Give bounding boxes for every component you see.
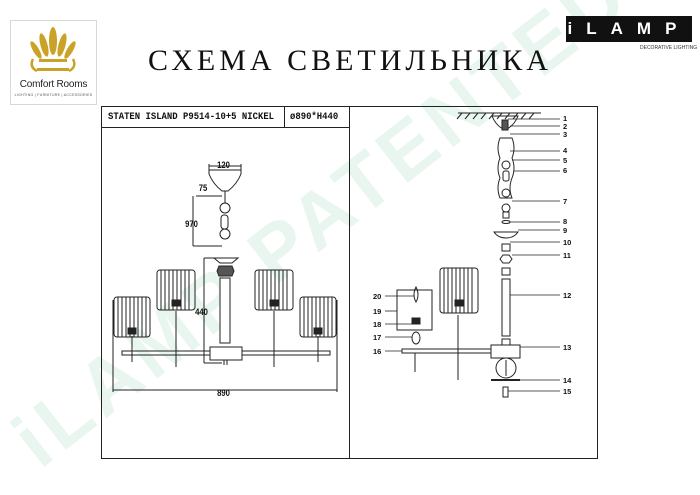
part-label-12: 12 [563, 291, 572, 300]
part-label-2: 2 [563, 122, 568, 131]
overall-size: ø890*H440 [290, 111, 339, 123]
dim-chain-length: 970 [185, 219, 198, 229]
shade-1 [113, 296, 151, 338]
part-label-4: 4 [563, 146, 568, 155]
crown-throne-icon [30, 27, 76, 73]
brand-name: Comfort Rooms [19, 79, 88, 90]
part-label-3: 3 [563, 130, 568, 139]
part-label-9: 9 [563, 226, 568, 235]
part-label-17: 17 [373, 333, 382, 342]
part-label-15: 15 [563, 387, 572, 396]
part-label-13: 13 [563, 343, 572, 352]
dim-body-height: 440 [195, 307, 208, 317]
part-label-10: 10 [563, 238, 572, 247]
brand-tagline: LIGHTING | FURNITURE | ACCESSORIES [14, 93, 93, 97]
model-name: STATEN ISLAND P9514-10+5 NICKEL [108, 111, 275, 123]
part-label-1: 1 [563, 114, 568, 123]
dim-canopy-width: 120 [217, 160, 230, 170]
part-label-11: 11 [563, 251, 571, 260]
comfort-rooms-logo: Comfort Rooms LIGHTING | FURNITURE | ACC… [10, 20, 97, 105]
part-label-7: 7 [563, 197, 568, 206]
shade-2 [156, 269, 196, 311]
part-label-14: 14 [563, 376, 572, 385]
spec-row-border [101, 127, 349, 129]
ilamp-wordmark: iLAMP [567, 19, 691, 38]
spec-cell-divider [284, 106, 286, 127]
shade-3 [254, 269, 294, 311]
part-label-19: 19 [373, 307, 382, 316]
ilamp-tagline: DECORATIVE LIGHTING [640, 45, 698, 51]
part-label-6: 6 [563, 166, 568, 175]
dim-overall-width: 890 [217, 388, 230, 398]
part-label-8: 8 [563, 217, 568, 226]
part-label-16: 16 [373, 347, 382, 356]
dim-canopy-height: 75 [198, 183, 208, 193]
part-label-20: 20 [373, 292, 382, 301]
page-title: СХЕМА СВЕТИЛЬНИКА [148, 44, 552, 77]
ilamp-logo: iLAMP [566, 16, 692, 42]
shade-4 [299, 296, 337, 338]
part-label-18: 18 [373, 320, 382, 329]
panel-divider [349, 106, 351, 459]
part-label-5: 5 [563, 156, 568, 165]
